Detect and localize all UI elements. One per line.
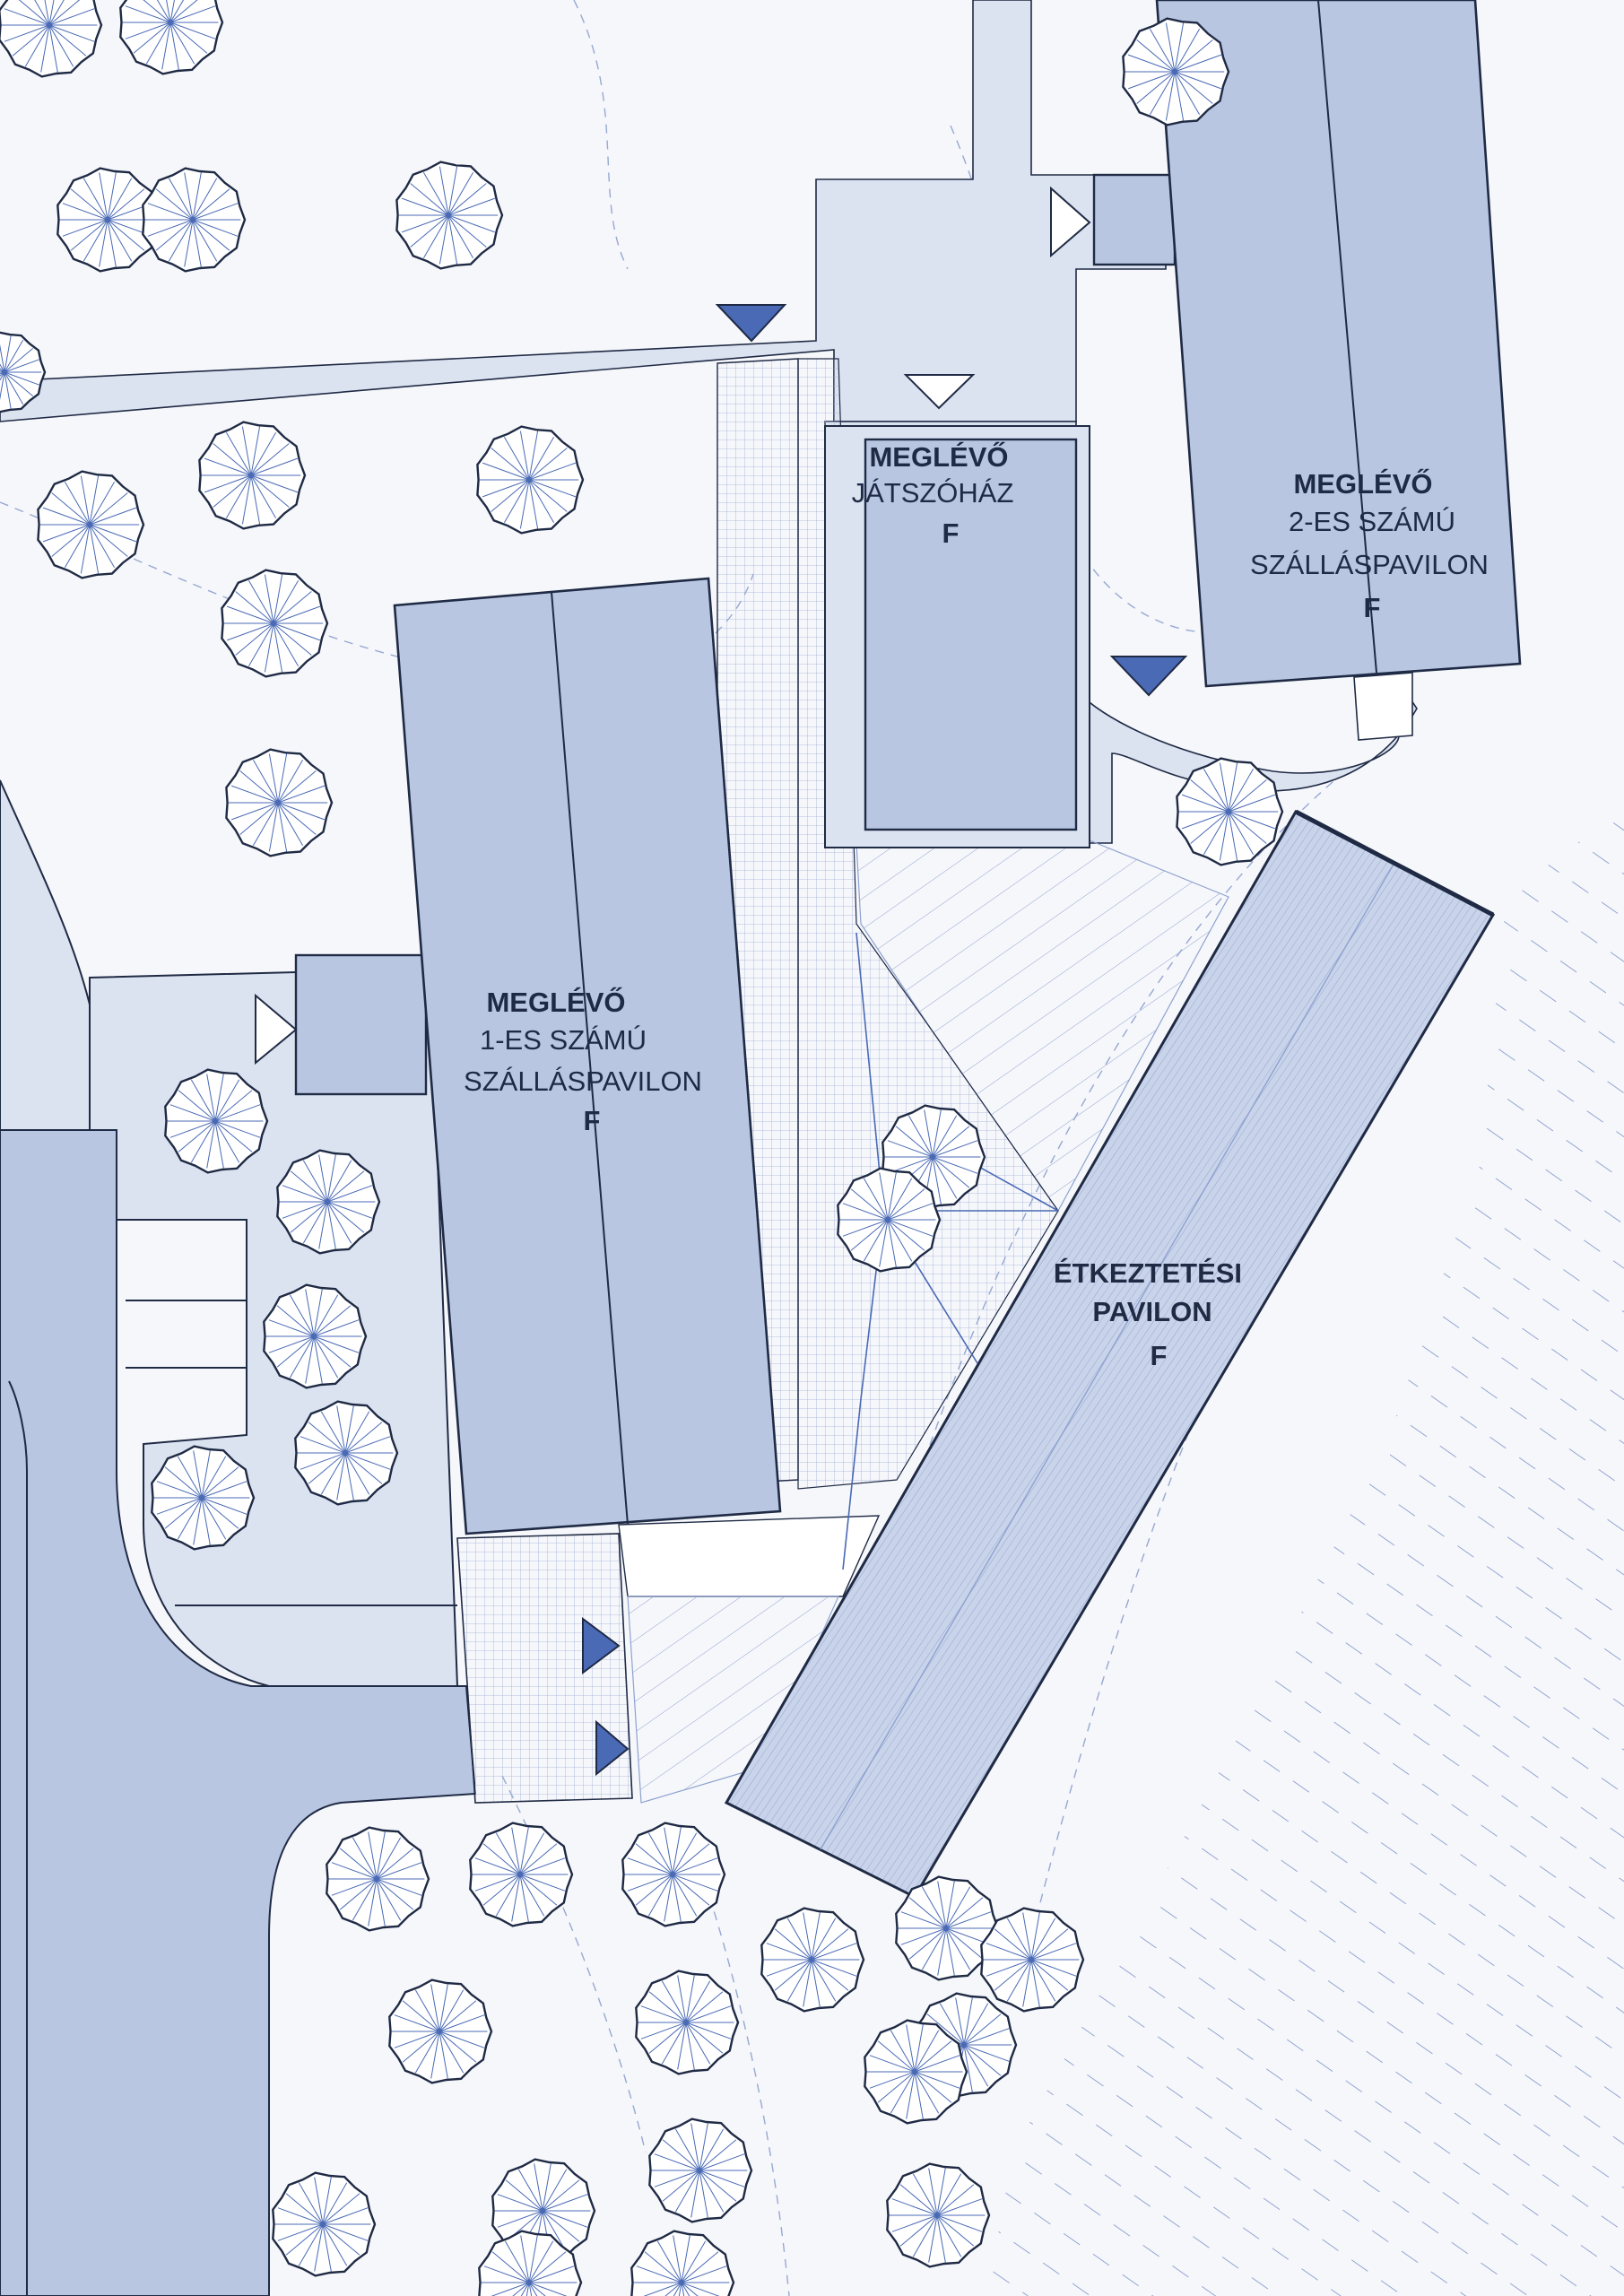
entrance-triangle-filled-icon: [582, 1617, 621, 1674]
road-edge-left: [0, 1166, 28, 2296]
entrance-plaza: [618, 1515, 881, 1597]
entrance-triangle-filled-icon: [1109, 656, 1188, 697]
tree-canopy-icon: [326, 1826, 430, 1932]
tree-canopy-icon: [1176, 757, 1284, 866]
entrance-triangle-filled-icon: [715, 304, 787, 343]
tree-canopy-icon: [37, 470, 145, 579]
tree-canopy-icon: [478, 2230, 583, 2296]
building-szallaspavilon-2: [1155, 0, 1522, 741]
tree-canopy-icon: [648, 2118, 753, 2223]
szallaspavilon-1-code: F: [584, 1105, 601, 1136]
entrance-triangle-filled-icon: [595, 1719, 630, 1777]
label-szallaspavilon-2: MEGLÉVŐ 2-ES SZÁMÚ SZÁLLÁSPAVILON F: [1250, 467, 1489, 623]
tree-canopy-icon: [142, 167, 247, 273]
main-road: [0, 1129, 477, 2296]
building-2-annex: [1092, 173, 1177, 266]
tree-canopy-icon: [263, 1283, 368, 1389]
tree-canopy-icon: [476, 425, 585, 535]
tree-canopy-icon: [225, 748, 334, 857]
tree-canopy-icon: [864, 2019, 968, 2125]
tree-canopy-icon: [151, 1445, 256, 1551]
tree-canopy-icon: [164, 1068, 269, 1174]
jatszohaz-title: MEGLÉVŐ: [869, 440, 1008, 473]
tree-canopy-icon: [635, 1970, 740, 2075]
etkeztetesi-title: ÉTKEZTETÉSI: [1054, 1257, 1242, 1289]
tree-canopy-icon: [469, 1822, 574, 1927]
label-szallaspavilon-1: MEGLÉVŐ 1-ES SZÁMÚ SZÁLLÁSPAVILON F: [464, 986, 702, 1136]
tree-canopy-icon: [276, 1149, 381, 1255]
tree-canopy-icon: [388, 1979, 493, 2084]
szallaspavilon-2-line2: SZÁLLÁSPAVILON: [1250, 549, 1489, 580]
tree-canopy-icon: [198, 421, 307, 530]
meadow-hatch-area: [986, 807, 1624, 2296]
tree-canopy-icon: [0, 331, 47, 413]
label-etkeztetesi: ÉTKEZTETÉSI PAVILON F: [1054, 1257, 1242, 1371]
tree-canopy-icon: [395, 161, 504, 270]
tree-canopy-icon: [272, 2171, 377, 2277]
tree-canopy-icon: [119, 0, 224, 75]
building-jatszohaz: [824, 425, 1090, 848]
tree-canopy-icon: [630, 2230, 735, 2296]
szallaspavilon-1-title: MEGLÉVŐ: [486, 986, 625, 1018]
tree-canopy-icon: [886, 2162, 991, 2268]
tree-canopy-icon: [837, 1167, 942, 1273]
tree-canopy-icon: [760, 1907, 865, 2013]
building-1-annex: [294, 953, 428, 1096]
tree-canopy-icon: [294, 1400, 399, 1506]
entrance-triangle-open-icon: [1050, 186, 1091, 258]
szallaspavilon-2-title: MEGLÉVŐ: [1293, 467, 1432, 500]
tree-canopy-icon: [980, 1907, 1085, 2013]
entrance-triangle-open-icon: [255, 993, 298, 1065]
tree-canopy-icon: [0, 0, 103, 78]
tree-canopy-icon: [56, 167, 161, 273]
entrance-markers: [255, 186, 1188, 1777]
szallaspavilon-1-line2: SZÁLLÁSPAVILON: [464, 1065, 702, 1097]
entrance-triangle-open-icon: [903, 374, 976, 410]
jatszohaz-name: JÁTSZÓHÁZ: [852, 477, 1014, 509]
jatszohaz-code: F: [942, 517, 960, 549]
tree-group: [0, 0, 1284, 2296]
tree-canopy-icon: [221, 569, 329, 678]
szallaspavilon-2-code: F: [1364, 592, 1381, 623]
tree-canopy-icon: [1122, 17, 1230, 126]
szallaspavilon-2-line1: 2-ES SZÁMÚ: [1289, 506, 1455, 537]
label-jatszohaz: MEGLÉVŐ JÁTSZÓHÁZ F: [852, 440, 1014, 549]
building-szallaspavilon-1: [393, 577, 782, 1535]
etkeztetesi-code: F: [1151, 1340, 1168, 1371]
szallaspavilon-1-line1: 1-ES SZÁMÚ: [480, 1024, 647, 1056]
tree-canopy-icon: [621, 1822, 726, 1927]
etkeztetesi-line1: PAVILON: [1092, 1296, 1211, 1327]
gridded-entry: [456, 1533, 633, 1804]
